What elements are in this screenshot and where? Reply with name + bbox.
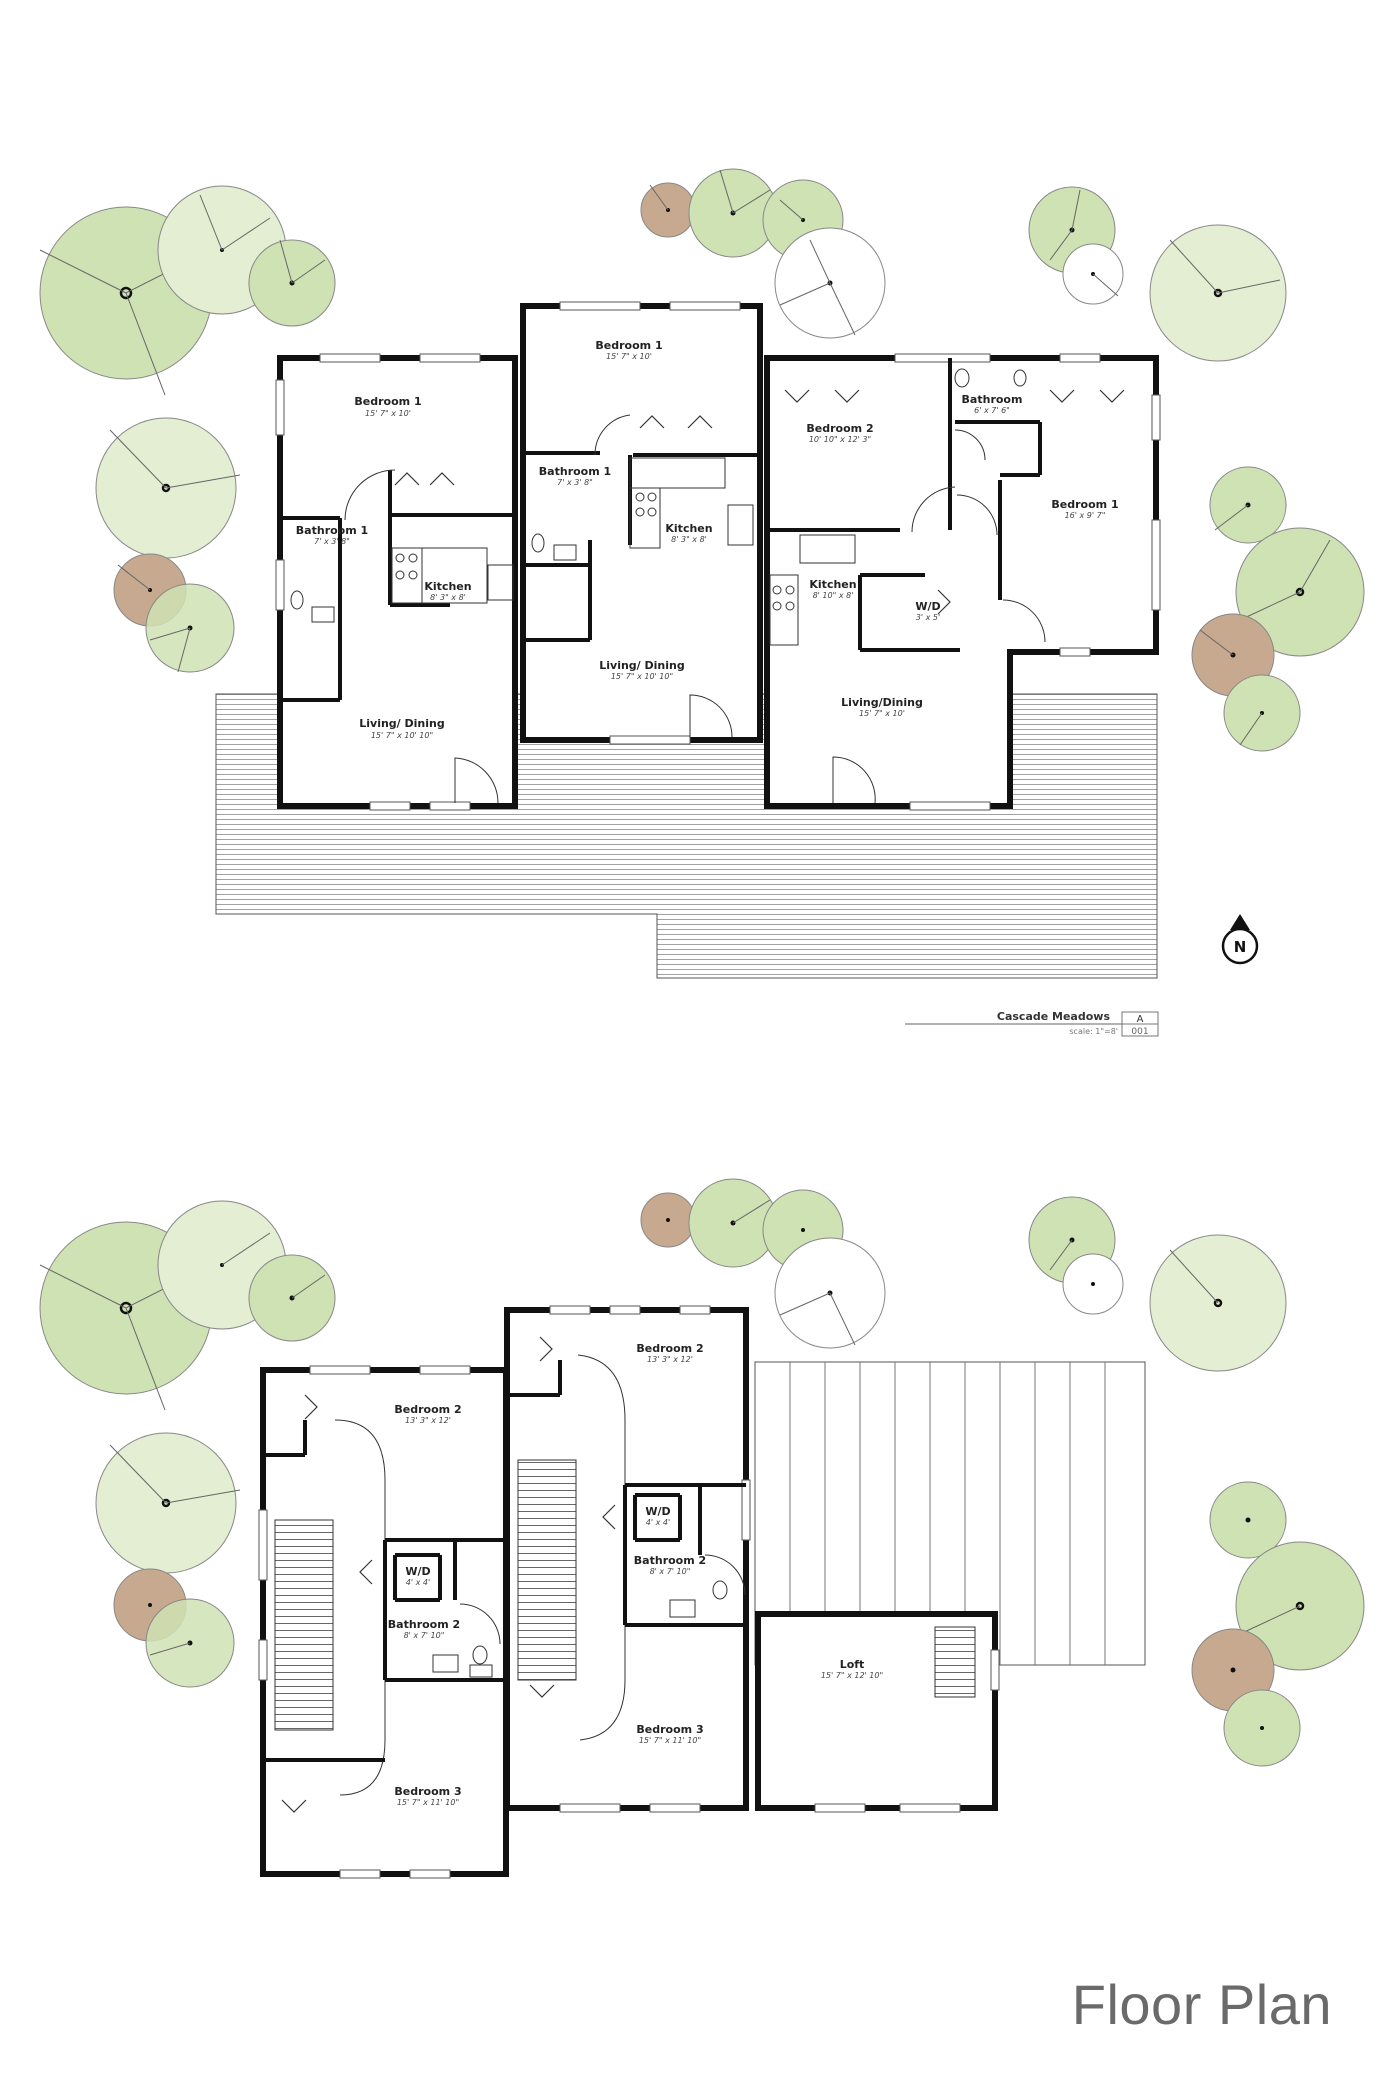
tree-icon [1235,1541,1365,1671]
room-label: Bathroom 1 [539,465,611,478]
tree-icon [1209,1481,1287,1559]
room-label: Bedroom 1 [354,395,421,408]
tree-icon [145,1598,235,1688]
tree-icon [1062,1253,1124,1315]
room-dimension: 16' x 9' 7" [1065,511,1106,520]
trees-bottom [39,1178,1365,1767]
tree-icon [95,1432,241,1574]
tree-icon [145,583,235,673]
room-label: Kitchen [424,580,471,593]
room-dimension: 8' 3" x 8' [671,535,707,544]
tree-icon [640,182,696,238]
room-label: Bathroom 2 [388,1618,460,1631]
room-label: Bedroom 3 [394,1785,461,1798]
upper-floor-labels: Bedroom 2 13' 3" x 12' W/D 4' x 4' Bathr… [388,1342,883,1807]
room-dimension: 15' 7" x 10' 10" [371,731,433,740]
tree-icon [640,1192,696,1248]
room-label: Bathroom 1 [296,524,368,537]
north-arrow-icon: N [1221,914,1259,965]
ground-floor [275,301,1161,811]
room-label: Bedroom 2 [394,1403,461,1416]
room-label: Kitchen [665,522,712,535]
room-label: Bedroom 1 [595,339,662,352]
room-label: Living/Dining [841,696,923,709]
room-label: W/D [405,1565,430,1578]
room-dimension: 10' 10" x 12' 3" [809,435,871,444]
room-dimension: 4' x 4' [646,1518,670,1527]
north-arrow-label: N [1234,938,1247,956]
tree-icon [1235,527,1365,657]
room-label: Bedroom 2 [636,1342,703,1355]
tree-icon [1223,1689,1301,1767]
room-dimension: 15' 7" x 11' 10" [639,1736,701,1745]
sheet-letter: A [1137,1014,1144,1025]
room-label: Bedroom 3 [636,1723,703,1736]
room-dimension: 15' 7" x 10' [365,409,411,418]
room-dimension: 13' 3" x 12' [647,1355,693,1364]
room-label: Kitchen [809,578,856,591]
room-dimension: 8' x 7' 10" [404,1631,445,1640]
room-label: W/D [645,1505,670,1518]
room-label: Living/ Dining [599,659,684,672]
room-label: W/D [915,600,940,613]
tree-icon [95,417,241,559]
scale-note: scale: 1"=8' [1069,1027,1118,1036]
title-block: Cascade Meadows A 001 scale: 1"=8' [905,1010,1159,1037]
room-dimension: 3' x 5' [916,613,940,622]
sheet-title: Floor Plan [1071,1973,1332,2036]
room-dimension: 6' x 7' 6" [974,406,1010,415]
tree-icon [248,1254,336,1342]
room-label: Bedroom 1 [1051,498,1118,511]
room-dimension: 4' x 4' [406,1578,430,1587]
project-name: Cascade Meadows [997,1010,1111,1023]
room-dimension: 7' x 3' 8" [314,537,350,546]
room-label: Bathroom 2 [634,1554,706,1567]
tree-icon [248,239,336,327]
upper-floor [258,1305,1146,1879]
room-dimension: 15' 7" x 10' [606,352,652,361]
ground-floor-labels: Bedroom 1 15' 7" x 10' Bathroom 1 7' x 3… [296,339,1119,740]
room-label: Living/ Dining [359,717,444,730]
tree-icon [1209,466,1287,544]
room-dimension: 15' 7" x 11' 10" [397,1798,459,1807]
tree-icon [1149,1234,1287,1372]
tree-icon [1149,224,1287,362]
room-dimension: 8' x 7' 10" [650,1567,691,1576]
tree-icon [1223,674,1301,752]
room-dimension: 15' 7" x 10' [859,709,905,718]
room-dimension: 8' 3" x 8' [430,593,466,602]
room-dimension: 7' x 3' 8" [557,478,593,487]
tree-icon [1062,243,1124,305]
room-label: Bathroom [962,393,1023,406]
tree-icon [774,1237,886,1349]
room-dimension: 15' 7" x 12' 10" [821,1671,883,1680]
room-dimension: 15' 7" x 10' 10" [611,672,673,681]
room-label: Loft [840,1658,865,1671]
trees-top [39,168,1365,752]
room-dimension: 13' 3" x 12' [405,1416,451,1425]
tree-icon [774,227,886,339]
room-label: Bedroom 2 [806,422,873,435]
tree-icon [688,168,778,258]
sheet-number: 001 [1131,1027,1148,1037]
room-dimension: 8' 10" x 8' [813,591,854,600]
